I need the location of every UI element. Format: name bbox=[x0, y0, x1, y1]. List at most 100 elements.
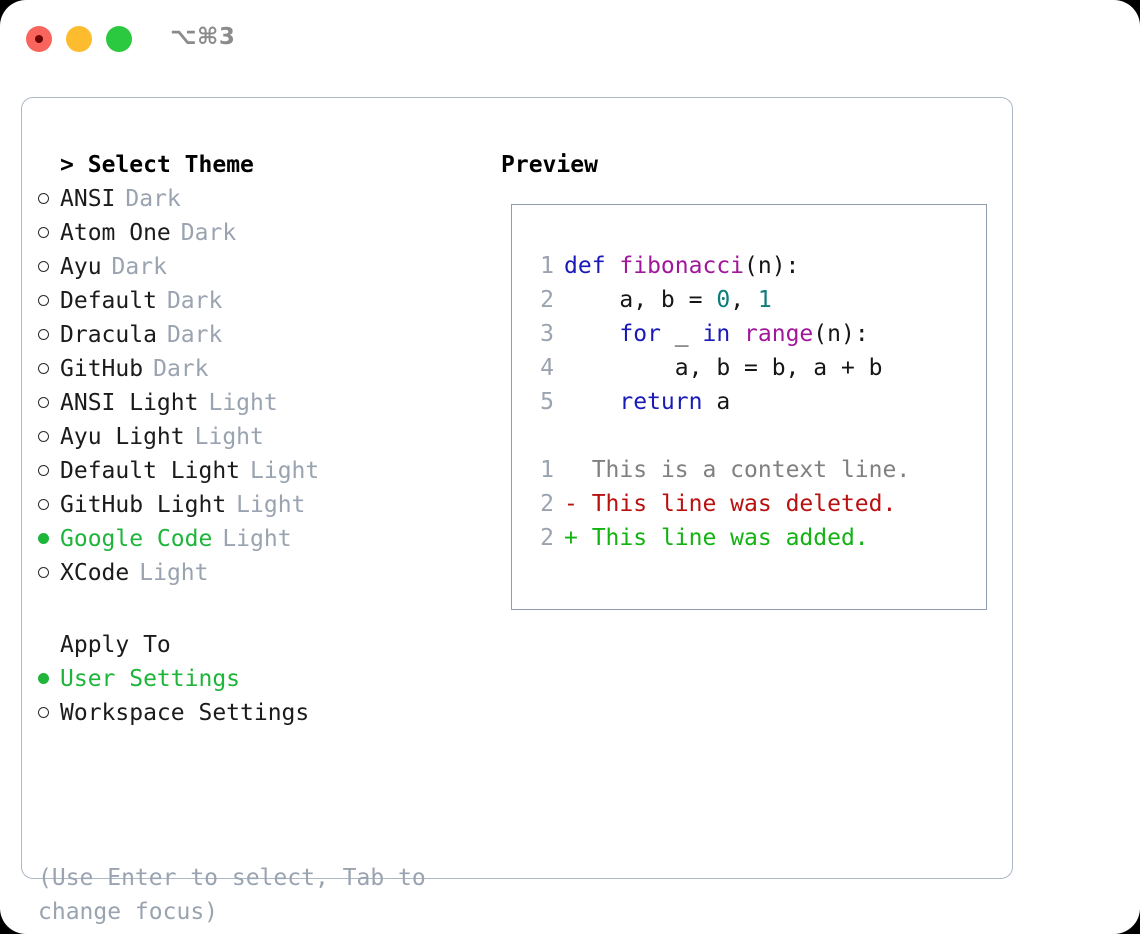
apply-to-item[interactable]: Workspace Settings bbox=[38, 696, 468, 730]
code-token bbox=[730, 321, 744, 347]
radio-selected-icon[interactable] bbox=[38, 673, 49, 684]
radio-unselected-icon[interactable] bbox=[38, 499, 49, 510]
keyboard-shortcut-label: ⌥⌘3 bbox=[170, 24, 236, 50]
code-token bbox=[564, 389, 619, 415]
radio-unselected-icon[interactable] bbox=[38, 329, 49, 340]
line-number: 2 bbox=[540, 491, 554, 517]
diff-text: This line was added. bbox=[591, 525, 869, 551]
theme-variant-badge: Light bbox=[236, 492, 306, 518]
apply-to-name: Workspace Settings bbox=[60, 700, 310, 726]
theme-list-item[interactable]: ANSI Dark bbox=[38, 182, 468, 216]
theme-name: ANSI Light bbox=[60, 390, 199, 416]
code-token: return bbox=[619, 389, 703, 415]
diff-marker: + bbox=[564, 525, 592, 551]
radio-unselected-icon[interactable] bbox=[38, 261, 49, 272]
radio-unselected-icon[interactable] bbox=[38, 431, 49, 442]
radio-unselected-icon[interactable] bbox=[38, 397, 49, 408]
code-token: , bbox=[730, 287, 758, 313]
preview-title: Preview bbox=[501, 152, 598, 178]
maximize-button[interactable] bbox=[106, 26, 132, 52]
radio-unselected-icon[interactable] bbox=[38, 295, 49, 306]
diff-line: 2- This line was deleted. bbox=[530, 487, 910, 521]
diff-text: This is a context line. bbox=[591, 457, 911, 483]
select-theme-label: Select Theme bbox=[87, 152, 254, 178]
theme-list-item[interactable]: Default Dark bbox=[38, 284, 468, 318]
theme-name: Ayu Light bbox=[60, 424, 185, 450]
code-token: fibonacci bbox=[619, 253, 745, 279]
diff-text: This line was deleted. bbox=[591, 491, 897, 517]
theme-variant-badge: Dark bbox=[166, 288, 223, 314]
code-token: range bbox=[744, 321, 814, 347]
theme-variant-badge: Dark bbox=[111, 254, 167, 280]
line-number: 3 bbox=[540, 321, 554, 347]
theme-name: Google Code bbox=[60, 526, 213, 552]
select-theme-header: > Select Theme bbox=[38, 148, 468, 182]
apply-to-label: Apply To bbox=[60, 632, 171, 658]
code-line: 2 a, b = 0, 1 bbox=[530, 283, 910, 317]
radio-unselected-icon[interactable] bbox=[38, 567, 49, 578]
diff-line: 1 This is a context line. bbox=[530, 453, 910, 487]
theme-list-item[interactable]: Ayu Dark bbox=[38, 250, 468, 284]
theme-list-item[interactable]: GitHub Light Light bbox=[38, 488, 468, 522]
section-spacer bbox=[38, 590, 468, 628]
code-token: _ bbox=[660, 321, 703, 347]
theme-name: GitHub Light bbox=[60, 492, 227, 518]
code-token: 1 bbox=[757, 287, 772, 313]
radio-unselected-icon[interactable] bbox=[38, 193, 49, 204]
select-theme-prefix: > bbox=[60, 152, 74, 178]
code-line: 3 for _ in range(n): bbox=[530, 317, 910, 351]
radio-unselected-icon[interactable] bbox=[38, 465, 49, 476]
apply-to-item[interactable]: User Settings bbox=[38, 662, 468, 696]
theme-variant-badge: Light bbox=[139, 560, 209, 586]
radio-unselected-icon[interactable] bbox=[38, 227, 49, 238]
theme-list-item[interactable]: Ayu Light Light bbox=[38, 420, 468, 454]
code-token bbox=[564, 321, 619, 347]
code-spacer bbox=[530, 419, 910, 453]
code-token: a, b = b, a + b bbox=[564, 355, 883, 381]
theme-variant-badge: Dark bbox=[180, 220, 237, 246]
code-token: (n): bbox=[744, 253, 800, 279]
code-token: (n): bbox=[813, 321, 869, 347]
line-number: 2 bbox=[540, 287, 554, 313]
recording-indicator-icon bbox=[35, 35, 43, 43]
code-line: 5 return a bbox=[530, 385, 910, 419]
theme-name: Atom One bbox=[60, 220, 171, 246]
theme-name: Default bbox=[60, 288, 157, 314]
theme-name: Default Light bbox=[60, 458, 241, 484]
radio-unselected-icon[interactable] bbox=[38, 707, 49, 718]
theme-name: ANSI bbox=[60, 186, 116, 212]
radio-selected-icon[interactable] bbox=[38, 533, 49, 544]
theme-name: Ayu bbox=[60, 254, 102, 280]
theme-list-item[interactable]: XCode Light bbox=[38, 556, 468, 590]
apply-to-name: User Settings bbox=[60, 666, 241, 692]
theme-variant-badge: Light bbox=[250, 458, 320, 484]
diff-marker: - bbox=[564, 491, 592, 517]
minimize-button[interactable] bbox=[66, 26, 92, 52]
code-token: 0 bbox=[716, 287, 731, 313]
code-token: in bbox=[702, 321, 731, 347]
theme-list-item[interactable]: Default Light Light bbox=[38, 454, 468, 488]
title-bar: ⌥⌘3 bbox=[0, 0, 1140, 78]
theme-name: XCode bbox=[60, 560, 130, 586]
theme-list-item[interactable]: Atom One Dark bbox=[38, 216, 468, 250]
theme-variant-badge: Light bbox=[194, 424, 264, 450]
line-number: 4 bbox=[540, 355, 554, 381]
line-number: 2 bbox=[540, 525, 554, 551]
apply-to-header: Apply To bbox=[38, 628, 468, 662]
diff-line: 2 + This line was added. bbox=[530, 521, 910, 555]
theme-variant-badge: Dark bbox=[125, 186, 181, 212]
preview-section: Preview bbox=[501, 148, 598, 182]
line-number: 1 bbox=[540, 253, 554, 279]
radio-unselected-icon[interactable] bbox=[38, 363, 49, 374]
theme-variant-badge: Dark bbox=[153, 356, 209, 382]
